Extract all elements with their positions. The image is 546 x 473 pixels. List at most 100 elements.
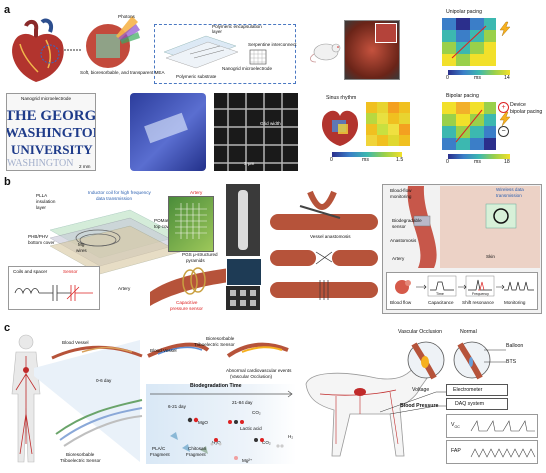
scale-bar-3um: 3 μm <box>244 161 255 166</box>
green-sensor-photo <box>168 196 214 252</box>
artery-label-b1: Artery <box>190 190 203 195</box>
balloon-label: Balloon <box>506 343 524 349</box>
voc-sub: OC <box>454 425 460 430</box>
sensor-label-b2: sensor <box>392 224 406 229</box>
vascular-occlusion-label: (Vascular Occlusion) <box>230 374 273 379</box>
lactic-label: Lactic acid <box>240 426 262 431</box>
bts-caption-1: Bioresorbable <box>66 452 95 457</box>
sensor-label-circuit: Sensor <box>63 269 78 274</box>
plac-label: PLA/C <box>152 446 166 451</box>
co2-label-1: CO₂ <box>252 410 261 415</box>
vessel-anastomosis-illustration <box>270 190 378 300</box>
panel-label-a: a <box>4 4 11 16</box>
pyramid-grid <box>175 203 207 239</box>
gloved-hand-photo <box>130 93 206 171</box>
biodegradation-band <box>146 384 296 464</box>
device-on-heart <box>86 16 140 68</box>
mea-schematic-box <box>154 24 296 84</box>
blood-flow-icon <box>395 280 411 294</box>
blood-vessel-curve-c1 <box>51 345 143 360</box>
h2o-label: H₂O <box>212 440 221 445</box>
chitosan-label: Chitosan <box>188 446 207 451</box>
vessel-anastomosis-label: Vessel anastomosis <box>310 234 351 239</box>
mea-layers <box>163 35 239 69</box>
normal-title: Normal <box>460 329 477 335</box>
encapsulation-label: Polymeric encapsulation layer <box>212 24 262 35</box>
flow-arrows <box>416 284 505 290</box>
gwu-line1: THE GEORGE <box>6 108 96 124</box>
device-photo-1 <box>226 184 260 256</box>
capacitance-plot <box>427 275 457 297</box>
scale-bar-2mm: 2 mm <box>79 164 91 169</box>
device-array <box>230 290 256 306</box>
skin-label: Skin <box>486 254 495 259</box>
abnormal-label: Abnormal cardiovascular events <box>226 368 292 373</box>
unipolar-activation-map <box>442 18 496 66</box>
bipolar-title: Bipolar pacing <box>446 93 479 99</box>
zoom-arrow <box>64 49 82 51</box>
panel-label-b: b <box>4 176 11 188</box>
coils-spacer-label: Coils and spacer <box>13 269 48 274</box>
pomac-label: POMaC <box>154 218 171 223</box>
sinus-activation-map <box>366 102 410 146</box>
voc-v: V <box>451 422 455 428</box>
pressure-sensor-label: pressure sensor <box>170 306 203 311</box>
nanogrid-detail <box>249 49 267 65</box>
voltage-label: Voltage <box>412 387 430 393</box>
uni-cb-max: 14 <box>504 75 510 81</box>
zoom-fan <box>34 340 140 462</box>
insulation-label: insulation <box>36 199 56 204</box>
substrate-label: Polymeric substrate <box>176 74 217 79</box>
device-probe <box>238 190 248 250</box>
artery-label-b2: Artery <box>118 286 131 291</box>
fragment-label-2: Fragment <box>186 452 206 457</box>
sinus-cb-min: 0 <box>330 157 333 163</box>
artery-body-illustration <box>407 186 437 268</box>
artery-label-b3: Artery <box>392 256 405 261</box>
bottom-cover-label: bottom cover <box>28 240 55 245</box>
axis-time-label: Time <box>436 292 444 296</box>
flow-monitoring-label: Monitoring <box>504 300 526 305</box>
fap-trace <box>470 448 536 458</box>
flow-blood-label: Blood flow <box>390 300 412 305</box>
daq-label: DAQ system <box>455 401 485 407</box>
inductor-label-2: data transmission <box>96 196 133 201</box>
sinus-colorbar <box>332 152 402 157</box>
bipolar-colorbar <box>448 154 510 159</box>
blood-flow-monitoring-label: Blood-flow <box>390 188 412 193</box>
device-bipolar-2: bipolar pacing <box>510 109 543 115</box>
day-6-21-label: 6-21 day <box>168 404 186 409</box>
phb-label: PHB/PHV <box>28 234 49 239</box>
co2-label-2: CO₂ <box>262 440 271 445</box>
monitoring-label: monitoring <box>390 194 412 199</box>
h2-label: H₂ <box>288 434 294 439</box>
unipolar-colorbar <box>448 70 510 75</box>
fap-label: FAP <box>451 448 461 454</box>
sinus-cb-unit: ms <box>362 157 369 163</box>
blood-vessel-label-c1: Blood Vessel <box>62 340 89 345</box>
frequency-plot <box>465 275 495 297</box>
circuit-schematic <box>14 285 93 301</box>
wireless-label: Wireless data <box>496 187 524 192</box>
vessel-pair-top <box>147 342 289 358</box>
bioresorbable-label-c: Bioresorbable <box>206 336 235 341</box>
daq-box: DAQ system <box>446 398 508 410</box>
sensor-stack-illustration <box>49 209 181 275</box>
capacitive-label: Capacitive <box>176 300 198 305</box>
callout-lines-c <box>484 349 506 363</box>
day-21-84-label: 21-84 day <box>232 400 253 405</box>
electrometer-box: Electrometer <box>446 384 508 396</box>
surgery-photo <box>344 20 400 80</box>
uni-cb-min: 0 <box>446 75 449 81</box>
blood-pressure-label: Blood Pressure <box>400 403 439 409</box>
vascular-occlusion-title: Vascular Occlusion <box>398 329 443 335</box>
heart-illustration <box>12 18 64 82</box>
dog-illustration <box>305 351 435 457</box>
molecule-dots <box>170 417 284 460</box>
bi-cb-max: 18 <box>504 159 510 165</box>
bts-label: BTS <box>506 359 517 365</box>
occlusion-circle <box>407 341 445 380</box>
flow-shift-label: Shift resonance <box>462 300 494 305</box>
flow-chain-box <box>386 272 538 310</box>
voc-trace <box>470 420 535 432</box>
